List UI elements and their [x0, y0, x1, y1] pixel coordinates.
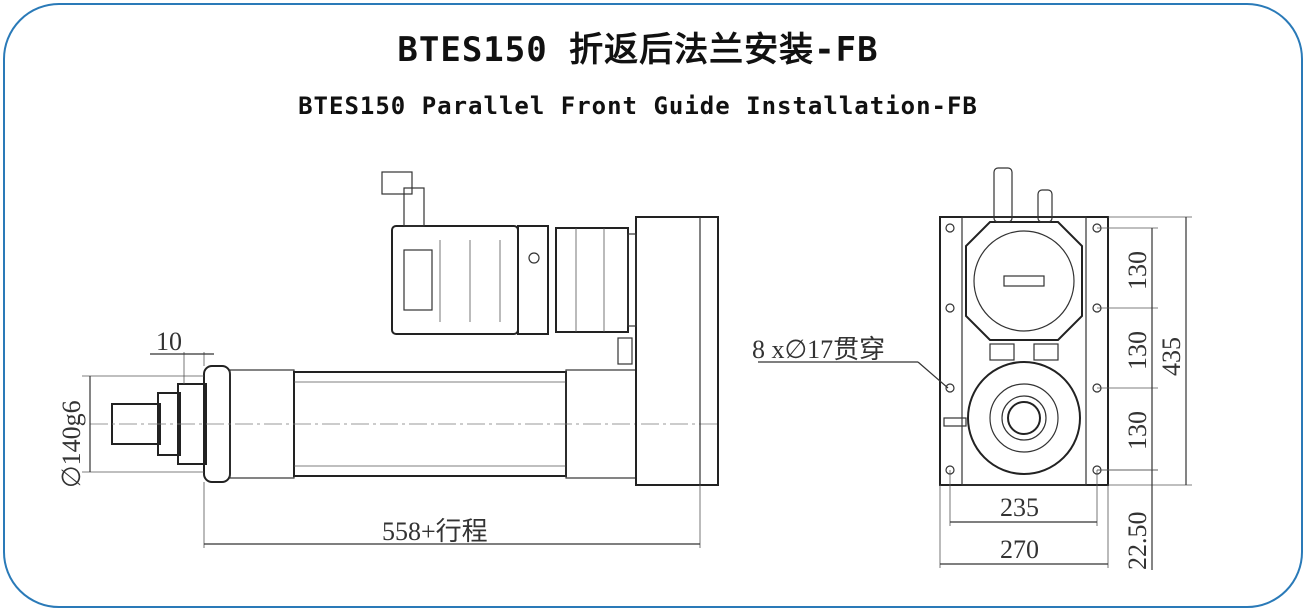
dim-outer-width: 270 [1000, 535, 1039, 564]
rod-flange [967, 361, 1081, 475]
drawing-title: BTES150 折返后法兰安装-FB [397, 30, 879, 70]
front-view: 8 x∅17贯穿 130 130 130 435 235 270 22.50 [752, 167, 1192, 571]
dim-total-length: 558+行程 [382, 517, 488, 546]
lube-fitting [617, 337, 633, 365]
gear-box [635, 216, 719, 486]
dim-offset: 22.50 [1123, 512, 1152, 571]
dim-shaft-diameter: ∅140g6 [57, 400, 86, 488]
side-view: 10 ∅140g6 558+行程 [57, 171, 720, 548]
motor-outline [965, 221, 1083, 341]
hole-note: 8 x∅17贯穿 [752, 335, 885, 364]
dim-flange-thickness: 10 [156, 327, 182, 356]
dim-inner-width: 235 [1000, 493, 1039, 522]
dim-pitch-top: 130 [1123, 251, 1152, 290]
dim-pitch-mid: 130 [1123, 331, 1152, 370]
connector [381, 171, 413, 195]
dim-pitch-bottom: 130 [1123, 411, 1152, 450]
power-connector [993, 167, 1013, 223]
rounded-border [3, 3, 1303, 608]
shaft-bore [1007, 401, 1041, 435]
motor-adapter [517, 225, 549, 335]
encoder-connector [1037, 189, 1053, 223]
servo-motor [391, 225, 519, 335]
reducer [555, 227, 629, 333]
dim-total-height: 435 [1157, 337, 1186, 376]
drawing-subtitle: BTES150 Parallel Front Guide Installatio… [298, 92, 978, 120]
